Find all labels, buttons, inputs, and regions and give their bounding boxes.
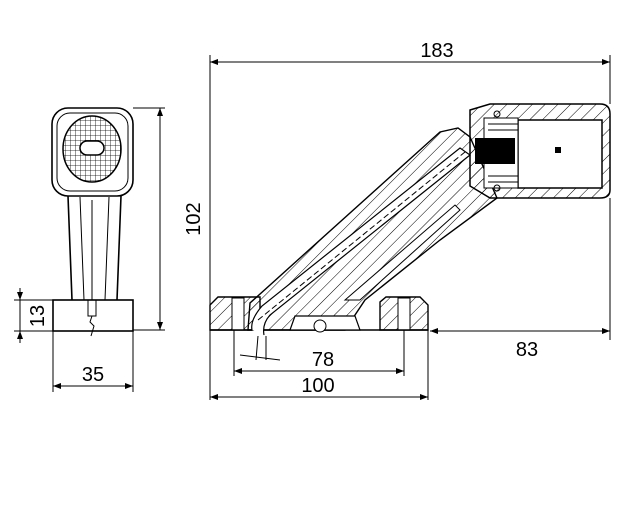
dim-overall-length: 183 <box>420 40 453 62</box>
dim-height: 102 <box>183 202 205 235</box>
front-view: 102 13 35 <box>14 107 205 392</box>
dim-base-height: 13 <box>27 305 49 327</box>
led-marker <box>555 147 561 153</box>
cable-channel <box>251 147 472 336</box>
connector <box>475 138 515 164</box>
side-section-view: 183 83 78 100 <box>209 40 611 400</box>
stem <box>67 195 122 301</box>
dim-hole-spacing: 78 <box>312 349 334 371</box>
dim-base-width: 35 <box>82 364 104 386</box>
dim-base-length: 100 <box>301 375 334 397</box>
lens-window <box>79 140 105 156</box>
lamp-head-front <box>51 107 134 197</box>
lamp-cavity <box>517 119 603 189</box>
dim-overhang: 83 <box>516 339 538 361</box>
